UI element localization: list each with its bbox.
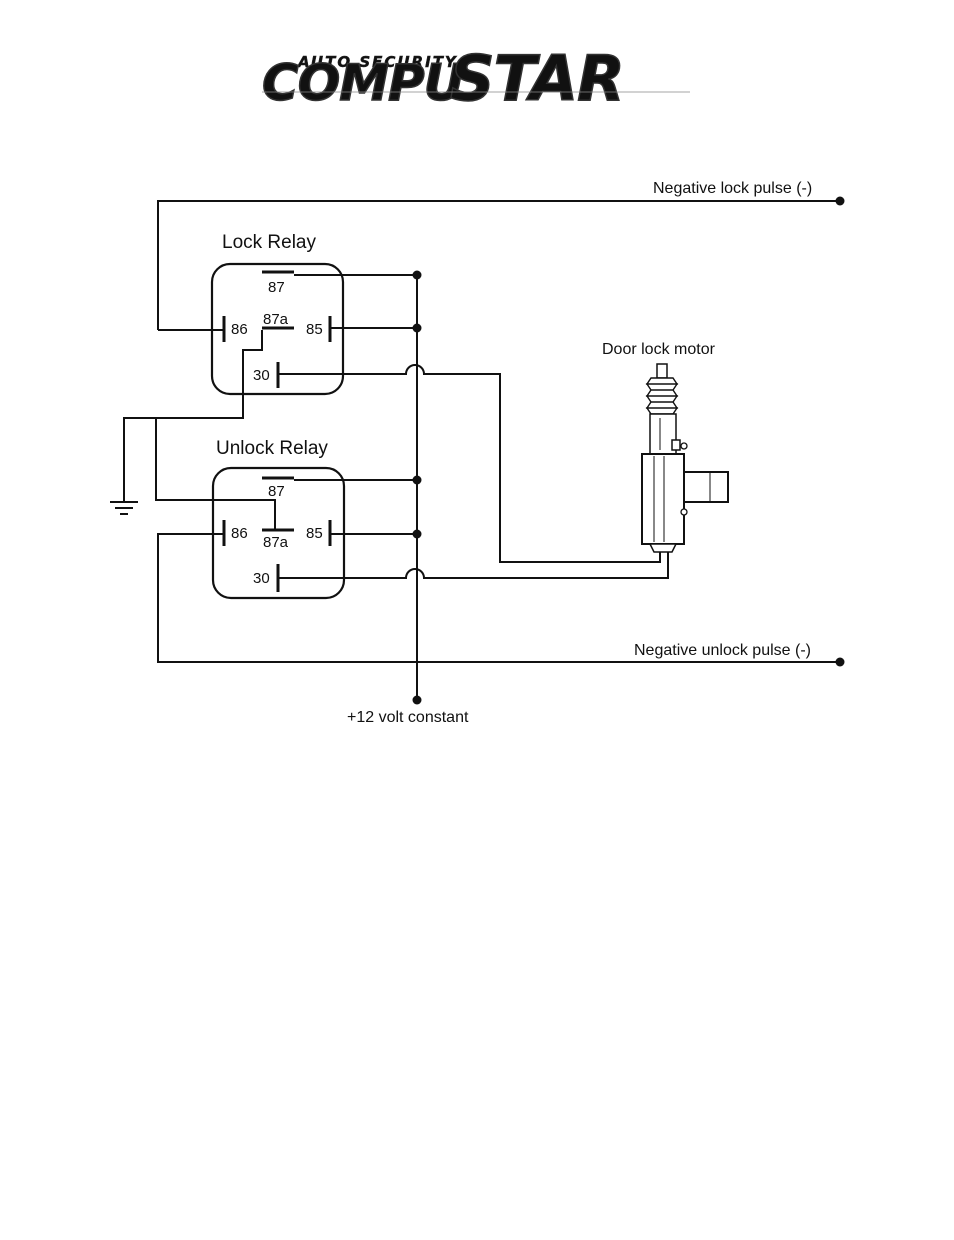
door-lock-motor-icon <box>642 364 728 552</box>
negative-unlock-pulse-label: Negative unlock pulse (-) <box>634 642 811 659</box>
negative-lock-pulse-label: Negative lock pulse (-) <box>653 180 812 197</box>
logo-brand-right: STAR <box>450 42 624 115</box>
lock-pin-87: 87 <box>268 279 285 296</box>
ground-symbol <box>110 502 138 514</box>
unlock-pin-87a: 87a <box>263 534 289 551</box>
unlock-pin-30: 30 <box>253 570 270 587</box>
unlock-relay-title: Unlock Relay <box>216 438 328 459</box>
unlock-pin-86: 86 <box>231 525 248 542</box>
unlock-pulse-terminal <box>836 658 845 667</box>
logo-brand-left: COMPU <box>262 54 464 112</box>
plus12-label: +12 volt constant <box>347 709 469 726</box>
door-lock-motor-label: Door lock motor <box>602 341 716 358</box>
lock-pin-86: 86 <box>231 321 248 338</box>
unlock-relay: Unlock Relay 87 87a 86 85 30 <box>213 438 344 598</box>
unlock-pin-85: 85 <box>306 525 323 542</box>
plus12-terminal <box>413 696 422 705</box>
lock-pin-87a: 87a <box>263 311 289 328</box>
lock-relay-title: Lock Relay <box>222 232 316 253</box>
compustar-logo: AUTO SECURITY COMPU STAR <box>262 42 690 115</box>
lock-pin-85: 85 <box>306 321 323 338</box>
lock-relay: Lock Relay 87 87a 86 85 30 <box>212 232 343 394</box>
lock-pulse-terminal <box>836 197 845 206</box>
lock-pin-30: 30 <box>253 367 270 384</box>
unlock-pin-87: 87 <box>268 483 285 500</box>
